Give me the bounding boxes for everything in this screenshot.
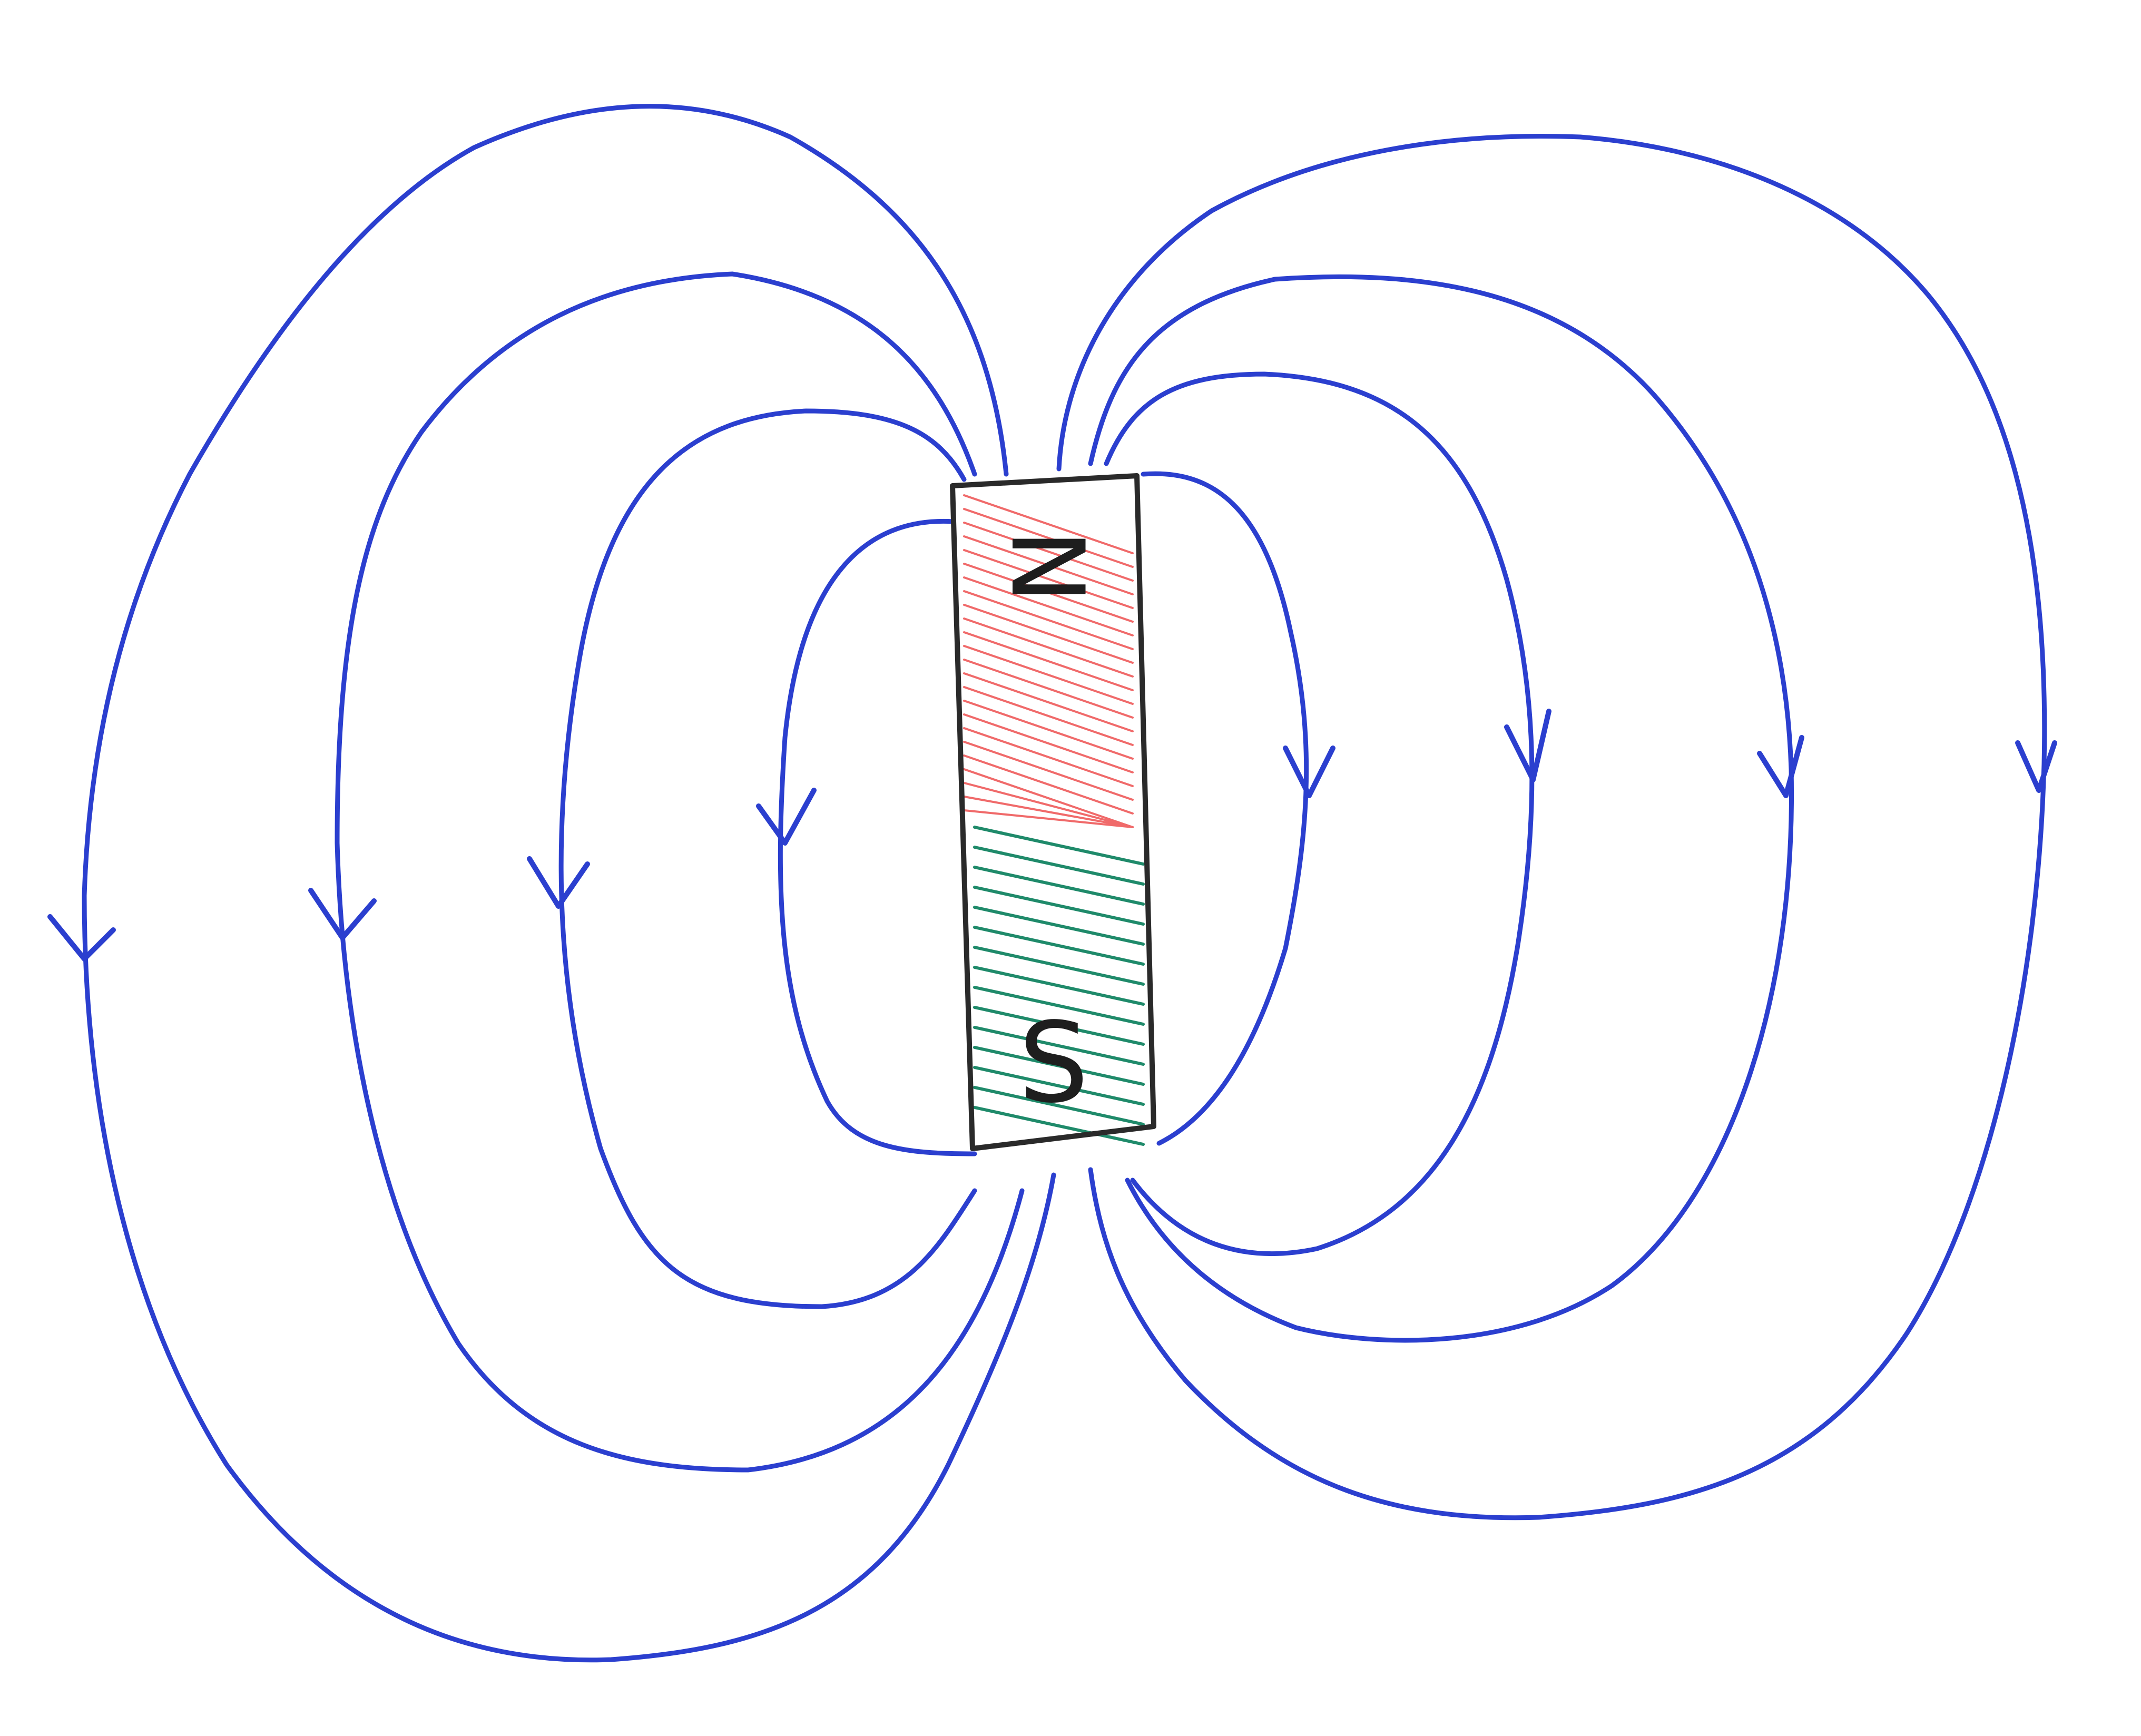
arrow-down-icon bbox=[308, 888, 377, 940]
south-hatch-stroke bbox=[973, 1086, 1145, 1126]
south-hatch-stroke bbox=[973, 926, 1145, 966]
south-hatch-stroke bbox=[973, 826, 1145, 866]
north-hatch-stroke bbox=[963, 563, 1134, 623]
field-line-right-1 bbox=[1141, 471, 1309, 1146]
north-hatch-stroke bbox=[963, 604, 1134, 664]
north-hatch-stroke bbox=[963, 522, 1134, 582]
north-hatch-stroke bbox=[963, 576, 1134, 636]
north-hatch-stroke bbox=[963, 768, 1134, 828]
north-hatch-stroke bbox=[963, 809, 1134, 828]
field-line-right-2 bbox=[1104, 371, 1535, 1256]
north-hatch-stroke bbox=[963, 508, 1134, 568]
arrowheads bbox=[47, 709, 2057, 962]
arrow-down-icon bbox=[1757, 735, 1804, 798]
north-hatch-stroke bbox=[963, 782, 1134, 828]
south-hatch-stroke bbox=[973, 846, 1145, 886]
north-hatch-stroke bbox=[963, 713, 1134, 773]
south-hatch-stroke bbox=[973, 946, 1145, 986]
south-hatch-stroke bbox=[973, 1066, 1145, 1106]
bar-magnet: N S bbox=[950, 473, 1156, 1151]
field-line-left-2 bbox=[558, 408, 977, 1309]
south-hatch-stroke bbox=[973, 986, 1145, 1026]
south-hatch-stroke bbox=[973, 886, 1145, 926]
south-hatch-stroke bbox=[973, 1006, 1145, 1046]
south-hatch-stroke bbox=[973, 906, 1145, 946]
north-hatch-stroke bbox=[963, 494, 1134, 554]
north-hatch-stroke bbox=[963, 617, 1134, 678]
north-hatch-stroke bbox=[963, 590, 1134, 650]
arrow-down-icon bbox=[756, 788, 817, 846]
field-lines-left bbox=[82, 104, 1056, 1663]
north-hatch-stroke bbox=[963, 672, 1134, 732]
field-line-right-3 bbox=[1088, 274, 1794, 1343]
north-hatch-stroke bbox=[963, 659, 1134, 719]
south-hatch-stroke bbox=[973, 1106, 1145, 1146]
south-hatch-stroke bbox=[973, 966, 1145, 1006]
north-hatch-stroke bbox=[963, 631, 1134, 691]
arrow-down-icon bbox=[527, 856, 590, 909]
north-hatch-stroke bbox=[963, 686, 1134, 746]
north-hatch-stroke bbox=[963, 727, 1134, 787]
north-hatch-stroke bbox=[963, 741, 1134, 801]
north-hatch-stroke bbox=[963, 645, 1134, 705]
south-pole-hatching bbox=[973, 826, 1145, 1146]
field-line-left-1 bbox=[778, 518, 977, 1156]
field-lines-right bbox=[1056, 134, 2047, 1521]
arrow-down-icon bbox=[2015, 740, 2057, 793]
south-hatch-stroke bbox=[973, 866, 1145, 906]
south-hatch-stroke bbox=[973, 1026, 1145, 1066]
south-pole-label: S bbox=[1018, 998, 1088, 1127]
arrow-down-icon bbox=[1504, 709, 1551, 782]
field-line-left-3 bbox=[335, 271, 1025, 1473]
field-line-left-4 bbox=[82, 104, 1056, 1663]
north-pole-hatching bbox=[963, 494, 1134, 828]
north-hatch-stroke bbox=[963, 700, 1134, 760]
north-hatch-stroke bbox=[963, 535, 1134, 595]
north-hatch-stroke bbox=[963, 549, 1134, 609]
north-hatch-stroke bbox=[963, 796, 1134, 828]
field-line-right-4 bbox=[1056, 134, 2047, 1521]
north-pole-label: N bbox=[989, 529, 1105, 604]
arrow-down-icon bbox=[1283, 746, 1335, 798]
magnet-outline bbox=[950, 473, 1156, 1151]
south-hatch-stroke bbox=[973, 1046, 1145, 1086]
arrow-down-icon bbox=[47, 914, 116, 962]
north-hatch-stroke bbox=[963, 754, 1134, 815]
